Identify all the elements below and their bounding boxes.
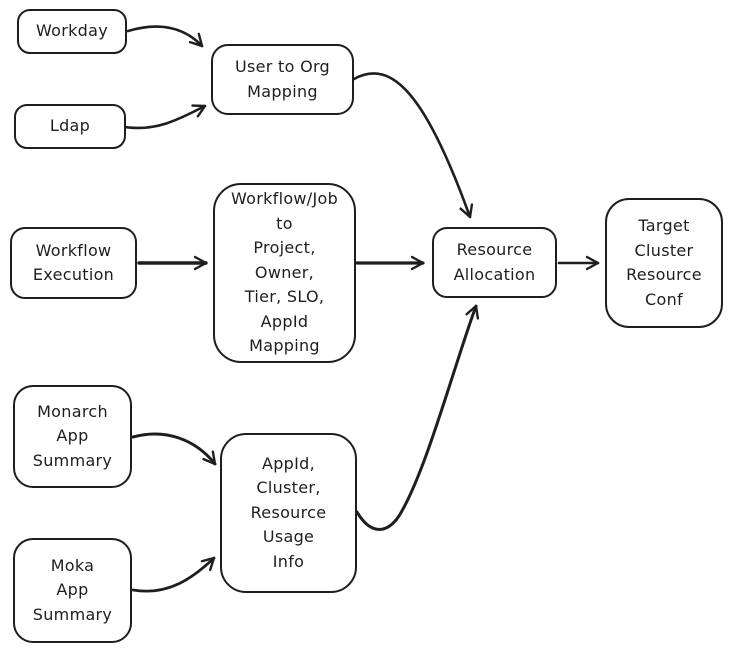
node-ldap: Ldap [14,104,126,149]
edge-appid-usage-to-resource-allocation [355,304,480,531]
edge-user-org-to-resource-allocation [352,72,474,219]
node-moka-app-summary: Moka App Summary [13,538,132,643]
node-monarch-app-summary: Monarch App Summary [13,385,132,488]
node-appid-cluster-resource-usage-info: AppId, Cluster, Resource Usage Info [220,433,357,593]
node-resource-allocation: Resource Allocation [432,227,557,298]
node-workday: Workday [17,9,127,54]
edge-monarch-to-appid-usage [131,432,217,466]
node-workflow-execution: Workflow Execution [10,227,137,299]
node-workflow-job-mapping: Workflow/Job to Project, Owner, Tier, SL… [213,183,356,363]
node-user-to-org-mapping: User to Org Mapping [211,44,354,115]
node-target-cluster-resource-conf: Target Cluster Resource Conf [605,198,723,328]
edge-moka-to-appid-usage [131,556,216,593]
edge-ldap-to-user-org [123,104,207,130]
edge-workday-to-user-org [126,25,204,48]
